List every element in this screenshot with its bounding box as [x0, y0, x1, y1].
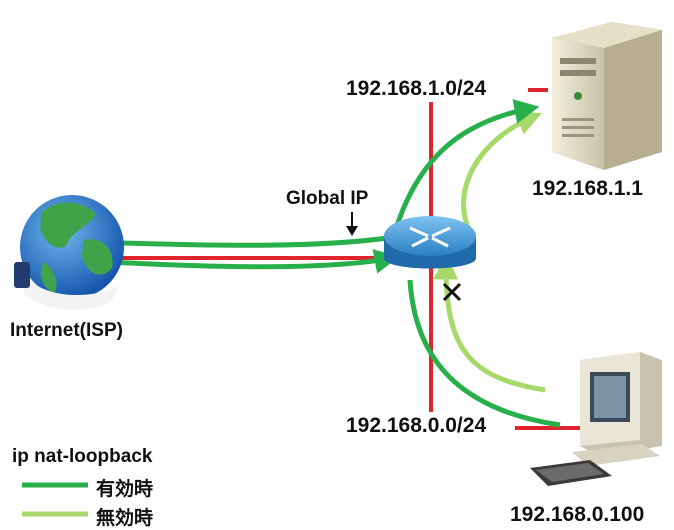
subnet-server-label: 192.168.1.0/24 — [346, 77, 487, 100]
router-icon — [384, 216, 476, 269]
globe-icon — [14, 195, 124, 310]
enabled-path-internet-return — [109, 249, 400, 274]
legend-swatches — [22, 482, 88, 517]
enabled-path-from-client — [407, 279, 561, 428]
desktop-pc-icon — [530, 352, 662, 486]
enabled-path-internet — [121, 233, 401, 248]
legend-title: ip nat-loopback — [12, 446, 153, 467]
disabled-path — [461, 111, 542, 234]
network-lines — [105, 88, 600, 430]
internet-label: Internet(ISP) — [10, 320, 123, 341]
legend-item-disabled: 無効時 — [96, 508, 154, 529]
legend-item-enabled: 有効時 — [96, 479, 154, 500]
down-arrow-icon — [346, 212, 358, 236]
blocked-x-icon — [442, 282, 462, 302]
enabled-path-to-server — [392, 99, 540, 233]
server-ip-label: 192.168.1.1 — [532, 177, 643, 200]
client-ip-label: 192.168.0.100 — [510, 503, 645, 526]
global-ip-label: Global IP — [286, 188, 369, 209]
server-icon — [552, 22, 662, 170]
subnet-client-label: 192.168.0.0/24 — [346, 414, 487, 437]
disabled-path-return — [433, 254, 546, 393]
